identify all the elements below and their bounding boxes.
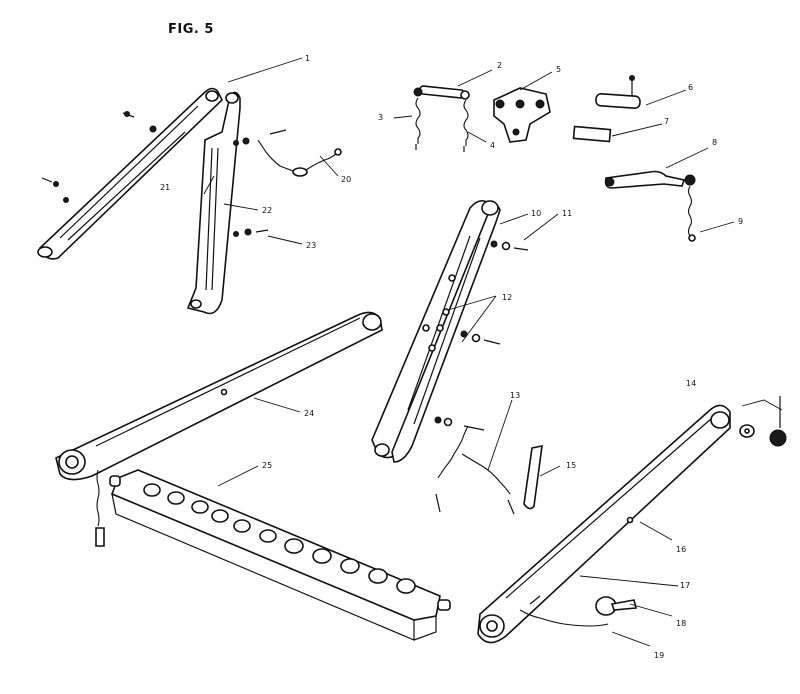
callout-13: 13 xyxy=(510,391,520,400)
pin-chain-20 xyxy=(257,139,297,173)
figure-title: FIG. 5 xyxy=(168,22,214,37)
callout-17: 17 xyxy=(680,581,690,590)
callout-25: 25 xyxy=(262,461,272,470)
callout-23: 23 xyxy=(306,241,316,250)
upper-link-assembly xyxy=(37,87,342,315)
chain-9 xyxy=(687,185,693,237)
top-pin-assembly xyxy=(413,85,470,152)
chain-4 xyxy=(463,99,469,146)
callout-7: 7 xyxy=(664,117,669,126)
callout-16: 16 xyxy=(676,545,686,554)
lower-link-24 xyxy=(55,311,383,547)
washer-icon xyxy=(149,125,157,133)
upper-link-arm xyxy=(39,87,223,260)
callout-18: 18 xyxy=(676,619,686,628)
pin-6 xyxy=(595,75,641,109)
callout-14: 14 xyxy=(686,379,696,388)
callout-1: 1 xyxy=(305,54,310,63)
upper-link-eye-left xyxy=(37,246,53,258)
callout-2: 2 xyxy=(497,61,502,70)
lower-link-16-eye xyxy=(710,411,730,429)
lift-link-front xyxy=(371,200,495,459)
lift-link-top-eye xyxy=(481,200,499,216)
callout-9: 9 xyxy=(738,217,743,226)
nut-icon xyxy=(53,181,59,187)
callout-12: 12 xyxy=(502,293,512,302)
bracket-5 xyxy=(493,87,551,143)
chain-17 xyxy=(519,609,609,627)
upper-link-eye-right xyxy=(205,90,219,102)
drawbar-25 xyxy=(109,469,451,641)
leader-lines xyxy=(203,57,783,647)
callout-labels: 1 2 3 4 5 6 7 8 9 10 11 12 13 14 15 16 1… xyxy=(160,54,743,660)
chain-13 xyxy=(435,425,515,515)
callout-22: 22 xyxy=(262,206,272,215)
callout-21: 21 xyxy=(160,183,170,192)
lift-rod-bottom-eye xyxy=(190,299,202,309)
hardware-14 xyxy=(739,396,787,447)
lift-link-bottom-eye xyxy=(374,443,390,457)
callout-6: 6 xyxy=(688,83,693,92)
block-7 xyxy=(572,125,612,143)
chain-3 xyxy=(415,97,421,144)
callout-24: 24 xyxy=(304,409,314,418)
callout-3: 3 xyxy=(378,113,383,122)
callout-5: 5 xyxy=(556,65,561,74)
callout-20: 20 xyxy=(341,175,351,184)
callout-15: 15 xyxy=(566,461,576,470)
callout-10: 10 xyxy=(531,209,541,218)
callout-8: 8 xyxy=(712,138,717,147)
lynch-pin-20 xyxy=(292,167,308,177)
center-lift-links xyxy=(371,200,529,463)
pin-8-assembly xyxy=(604,170,696,242)
lift-rod-top-eye xyxy=(225,92,239,104)
lift-rod-slot xyxy=(205,147,213,291)
callout-11: 11 xyxy=(562,209,572,218)
callout-19: 19 xyxy=(654,651,664,660)
pin-2 xyxy=(419,85,465,99)
callout-4: 4 xyxy=(490,141,495,150)
lower-link-rear-eye xyxy=(362,313,382,331)
upper-link-slot xyxy=(59,105,199,239)
lower-link-16 xyxy=(477,404,731,644)
pin-15 xyxy=(523,444,543,510)
